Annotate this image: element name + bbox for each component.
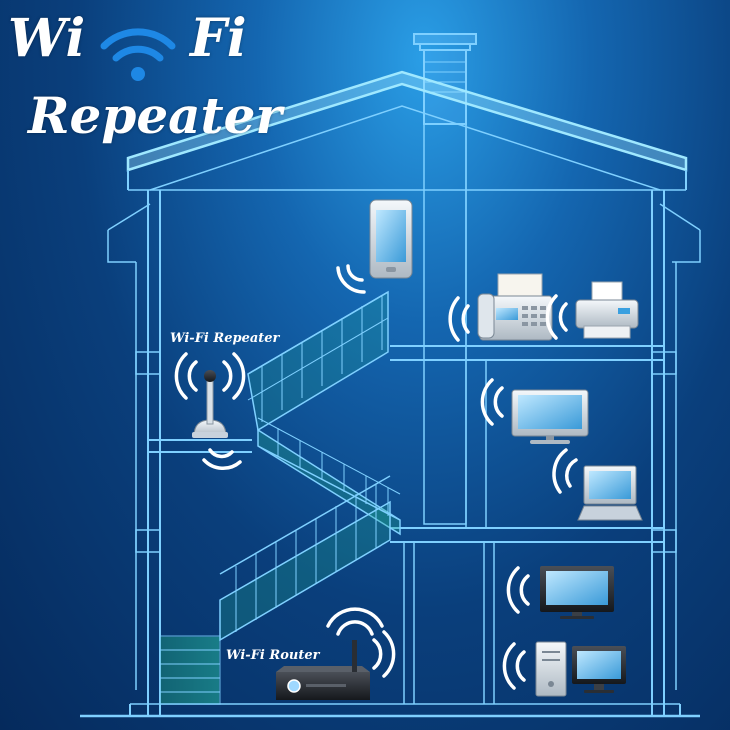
wifi-repeater-icon — [174, 352, 246, 471]
printer-icon — [545, 281, 639, 340]
chimney — [413, 33, 477, 525]
roof — [107, 70, 701, 263]
title-word-wi: Wi — [8, 8, 86, 69]
wifi-router-label: Wi-Fi Router — [226, 648, 320, 663]
interior-walls — [403, 124, 495, 704]
stair-balusters — [235, 296, 389, 632]
desktop-computer-icon — [502, 641, 626, 697]
wifi-router-icon — [276, 607, 396, 700]
tv-icon — [480, 378, 589, 444]
house-structure — [80, 33, 701, 718]
monitor-icon — [506, 566, 614, 619]
wifi-icon — [100, 28, 176, 81]
staircase — [159, 290, 401, 705]
smartphone-icon — [336, 199, 413, 294]
fax-machine-icon — [448, 273, 553, 342]
laptop-icon — [552, 448, 643, 521]
title-word-repeater: Repeater — [28, 86, 282, 145]
title-word-fi: Fi — [190, 8, 247, 69]
floors — [80, 345, 700, 718]
wifi-repeater-label: Wi-Fi Repeater — [170, 331, 280, 346]
